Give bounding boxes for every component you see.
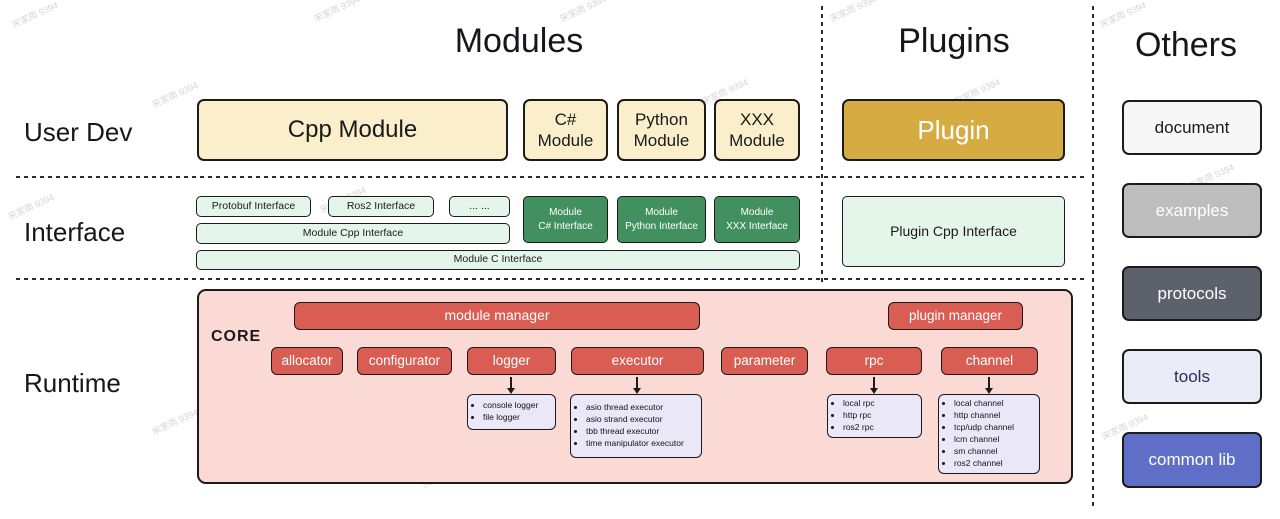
- module-xxx-interface-box: Module XXX Interface: [714, 196, 800, 243]
- module-csharp-interface-box: Module C# Interface: [523, 196, 608, 243]
- green-box-line2: XXX Interface: [726, 220, 788, 232]
- rpc-detail-list: local rpc http rpc ros2 rpc: [828, 394, 879, 438]
- row-label-user-dev: User Dev: [24, 117, 133, 147]
- others-protocols-box: protocols: [1122, 266, 1262, 321]
- list-item: http rpc: [843, 410, 875, 422]
- ellipsis-interface-box: ... ...: [449, 196, 510, 217]
- plugin-box: Plugin: [842, 99, 1065, 161]
- python-module-box: Python Module: [617, 99, 706, 161]
- divider-plugins-others: [1092, 6, 1094, 506]
- green-box-line1: Module: [645, 207, 678, 218]
- green-box-line2: C# Interface: [538, 220, 593, 232]
- logger-detail-box: console logger file logger: [467, 394, 556, 430]
- module-python-interface-box: Module Python Interface: [617, 196, 706, 243]
- parameter-box: parameter: [721, 347, 808, 375]
- modules-header: Modules: [454, 22, 584, 60]
- list-item: http channel: [954, 410, 1014, 422]
- protobuf-interface-box: Protobuf Interface: [196, 196, 311, 217]
- list-item: time manipulator executor: [586, 438, 684, 450]
- channel-detail-list: local channel http channel tcp/udp chann…: [939, 394, 1018, 473]
- list-item: tcp/udp channel: [954, 422, 1014, 434]
- executor-detail-box: asio thread executor asio strand executo…: [570, 394, 702, 458]
- xxx-module-box: XXX Module: [714, 99, 800, 161]
- list-item: asio strand executor: [586, 414, 684, 426]
- list-item: lcm channel: [954, 434, 1014, 446]
- csharp-module-box: C# Module: [523, 99, 608, 161]
- logger-box: logger: [467, 347, 556, 375]
- ros2-interface-box: Ros2 Interface: [328, 196, 434, 217]
- others-examples-box: examples: [1122, 183, 1262, 238]
- list-item: ros2 channel: [954, 458, 1014, 470]
- list-item: local rpc: [843, 398, 875, 410]
- divider-modules-plugins: [821, 6, 823, 282]
- others-document-box: document: [1122, 100, 1262, 155]
- rpc-box: rpc: [826, 347, 922, 375]
- row-label-runtime: Runtime: [24, 368, 121, 398]
- executor-detail-list: asio thread executor asio strand executo…: [571, 398, 688, 454]
- green-box-line2: Python Interface: [625, 220, 698, 232]
- others-header: Others: [1134, 26, 1238, 64]
- logger-detail-list: console logger file logger: [468, 396, 542, 428]
- list-item: file logger: [483, 412, 538, 424]
- list-item: asio thread executor: [586, 402, 684, 414]
- divider-interface-runtime: [16, 278, 1088, 280]
- watermark-text: 宋家雨 9394: [150, 406, 200, 437]
- list-item: ros2 rpc: [843, 422, 875, 434]
- divider-userdev-interface: [16, 176, 1088, 178]
- watermark-text: 宋家雨 9394: [312, 0, 362, 24]
- plugin-manager-bar: plugin manager: [888, 302, 1023, 330]
- module-c-interface-box: Module C Interface: [196, 250, 800, 270]
- module-cpp-interface-box: Module Cpp Interface: [196, 223, 510, 244]
- others-tools-box: tools: [1122, 349, 1262, 404]
- executor-box: executor: [571, 347, 704, 375]
- channel-box: channel: [941, 347, 1038, 375]
- row-label-interface: Interface: [24, 217, 126, 247]
- list-item: local channel: [954, 398, 1014, 410]
- channel-detail-box: local channel http channel tcp/udp chann…: [938, 394, 1040, 474]
- list-item: sm channel: [954, 446, 1014, 458]
- rpc-detail-box: local rpc http rpc ros2 rpc: [827, 394, 922, 438]
- down-arrow-icon: [985, 377, 993, 394]
- plugins-header: Plugins: [898, 22, 1010, 60]
- list-item: console logger: [483, 400, 538, 412]
- core-label: CORE: [211, 328, 262, 345]
- down-arrow-icon: [633, 377, 641, 394]
- others-common-lib-box: common lib: [1122, 432, 1262, 488]
- green-box-line1: Module: [549, 207, 582, 218]
- configurator-box: configurator: [357, 347, 452, 375]
- down-arrow-icon: [870, 377, 878, 394]
- module-manager-bar: module manager: [294, 302, 700, 330]
- down-arrow-icon: [507, 377, 515, 394]
- watermark-text: 宋家雨 9394: [10, 0, 60, 30]
- cpp-module-box: Cpp Module: [197, 99, 508, 161]
- allocator-box: allocator: [271, 347, 343, 375]
- list-item: tbb thread executor: [586, 426, 684, 438]
- plugin-cpp-interface-box: Plugin Cpp Interface: [842, 196, 1065, 267]
- green-box-line1: Module: [740, 207, 774, 218]
- watermark-text: 宋家雨 9394: [150, 79, 200, 110]
